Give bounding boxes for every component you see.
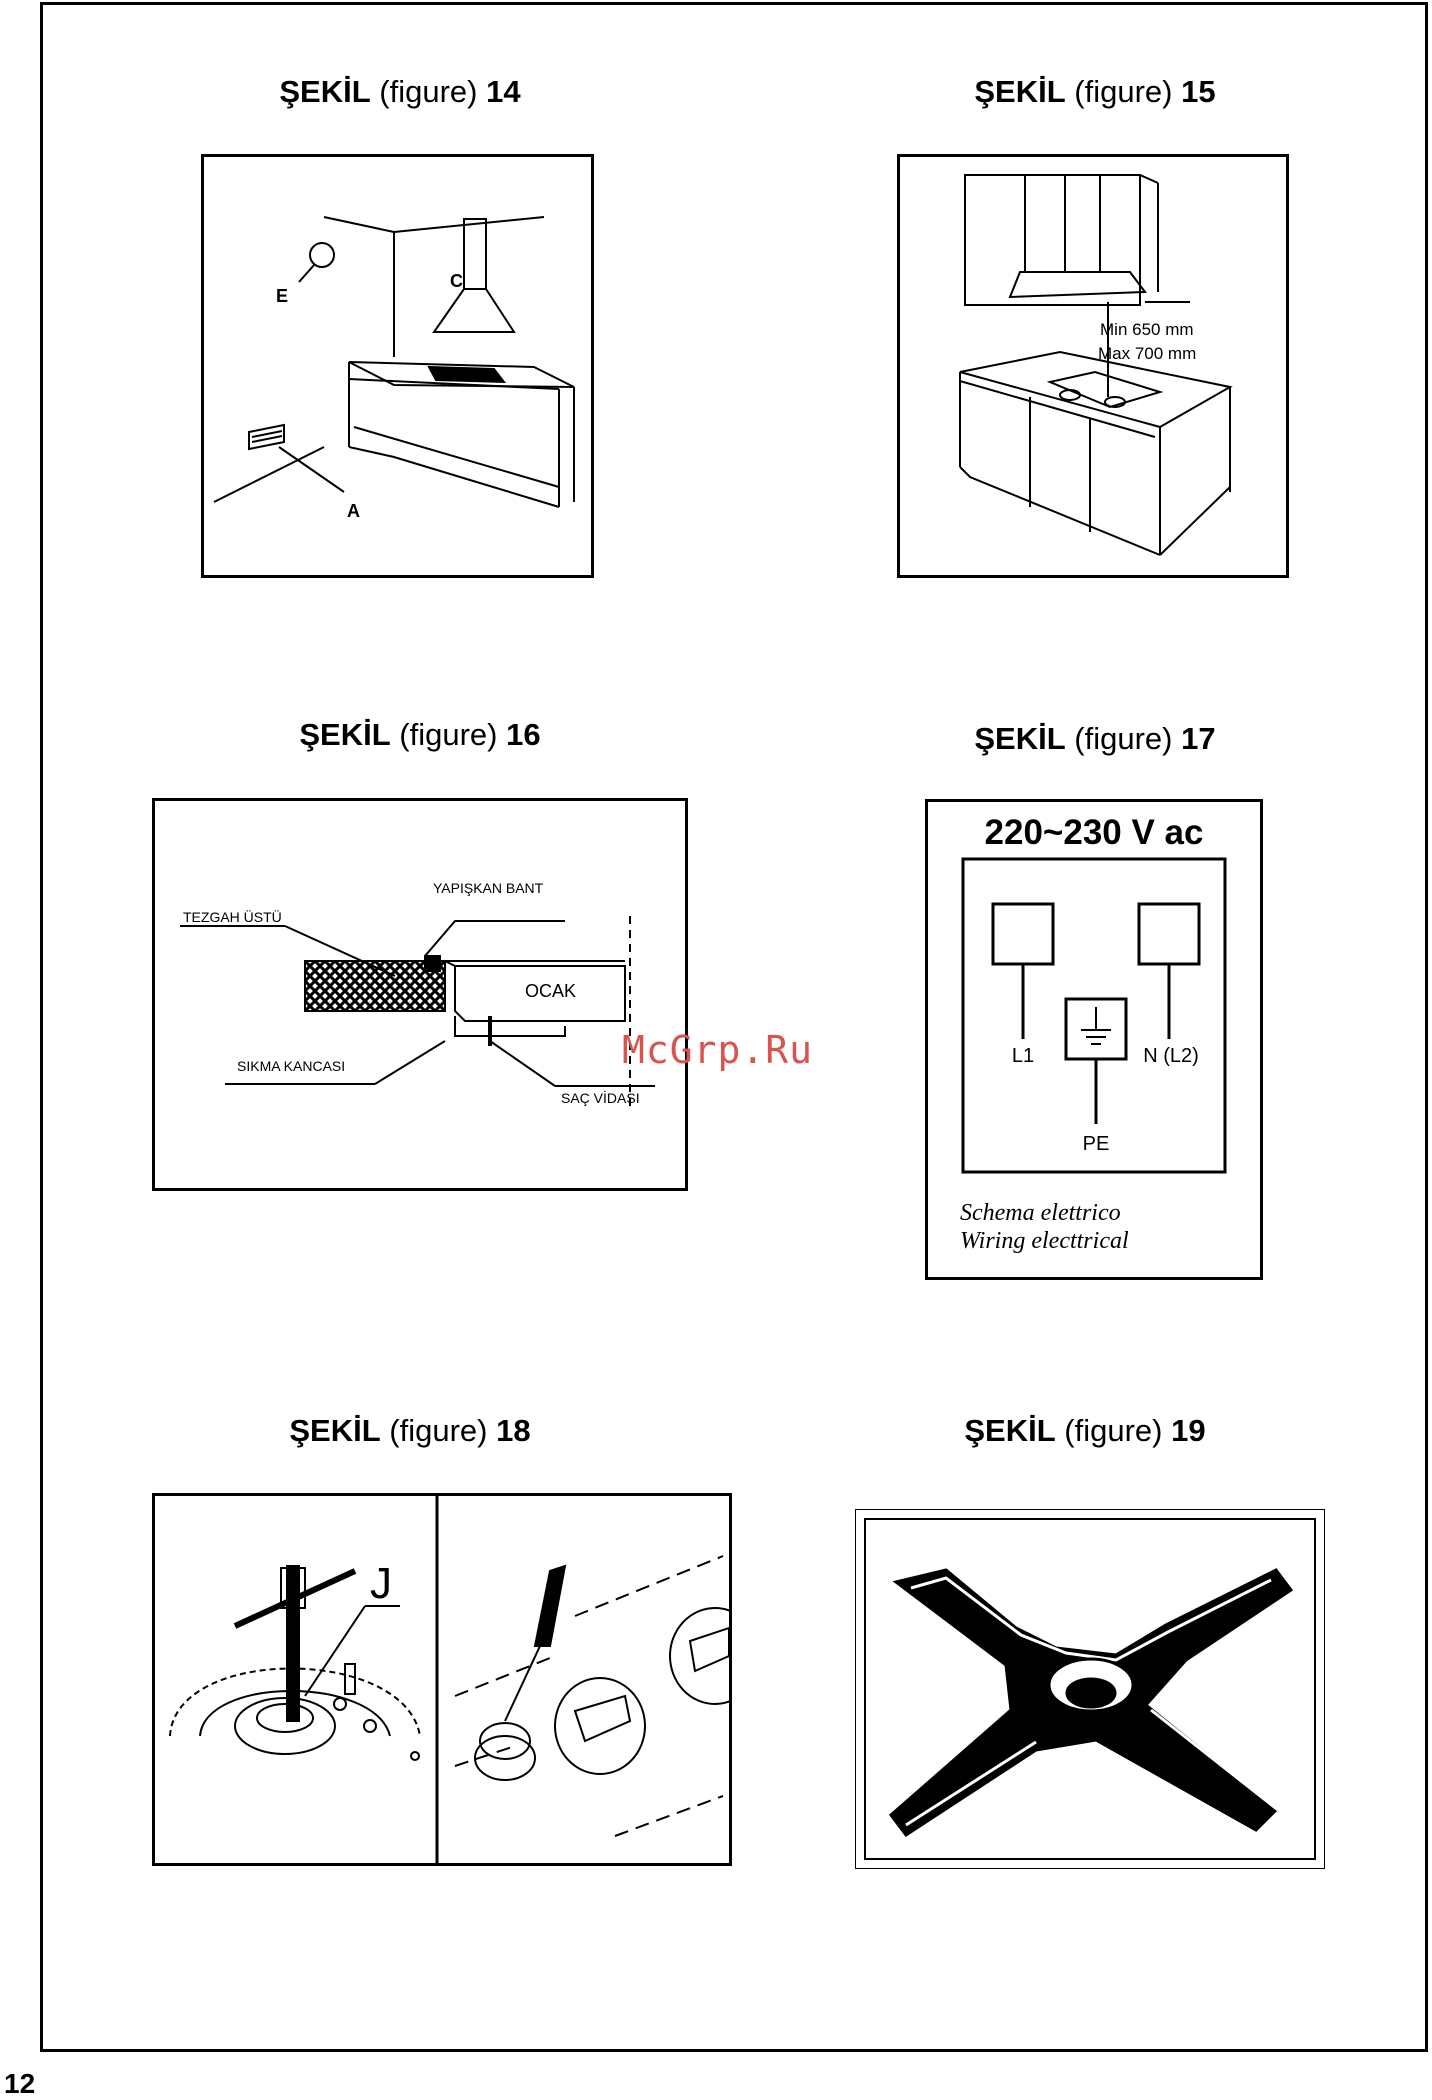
label-pe: PE [1083,1133,1110,1155]
label-sheet-screw: SAÇ VİDASI [561,1089,640,1106]
figure-17-wiring-diagram: 220~230 V ac L1 N (L2) PE Schema elettri… [925,799,1263,1280]
label-l1: L1 [1012,1045,1034,1067]
caption-english: Wiring electtrical [960,1228,1129,1254]
figure-15-drawing: Min 650 mm Max 700 mm [900,157,1286,575]
figure-18-title: ŞEKİL (figure) 18 [260,1413,560,1449]
figure-16-hob-installation: YAPIŞKAN BANT TEZGAH ÜSTÜ OCAK SIKMA KAN… [152,798,688,1191]
label-clamp-hook: SIKMA KANCASI [237,1058,345,1074]
figure-18-drawing: J [155,1496,729,1863]
figure-16-title: ŞEKİL (figure) 16 [270,717,570,753]
caption-italian: Schema elettrico [960,1200,1121,1226]
page-number: 12 [4,2068,35,2100]
label-max-height: Max 700 mm [1098,344,1196,363]
label-neutral: N (L2) [1143,1045,1199,1067]
label-countertop: TEZGAH ÜSTÜ [183,908,282,925]
figure-15-hood-height: Min 650 mm Max 700 mm [897,154,1289,578]
watermark: McGrp.Ru [622,1028,813,1072]
label-min-height: Min 650 mm [1100,320,1194,339]
figure-17-drawing: 220~230 V ac L1 N (L2) PE Schema elettri… [928,802,1260,1277]
label-j: J [370,1559,392,1608]
label-adhesive-tape: YAPIŞKAN BANT [433,880,544,896]
figure-17-title: ŞEKİL (figure) 17 [945,721,1245,757]
figure-19-pan-support [855,1509,1325,1869]
label-a: A [347,501,360,521]
figure-19-drawing [856,1510,1324,1868]
figure-16-drawing: YAPIŞKAN BANT TEZGAH ÜSTÜ OCAK SIKMA KAN… [155,801,685,1188]
label-hob: OCAK [525,981,576,1001]
label-e: E [276,286,288,306]
figure-19-title: ŞEKİL (figure) 19 [935,1413,1235,1449]
figure-14-title: ŞEKİL (figure) 14 [250,74,550,110]
voltage-label: 220~230 V ac [985,813,1204,852]
figure-15-title: ŞEKİL (figure) 15 [945,74,1245,110]
figure-14-kitchen-ventilation: E C A [201,154,594,578]
figure-18-burner-adjustment: J [152,1493,732,1866]
figure-14-drawing: E C A [204,157,591,575]
label-c: C [450,271,463,291]
